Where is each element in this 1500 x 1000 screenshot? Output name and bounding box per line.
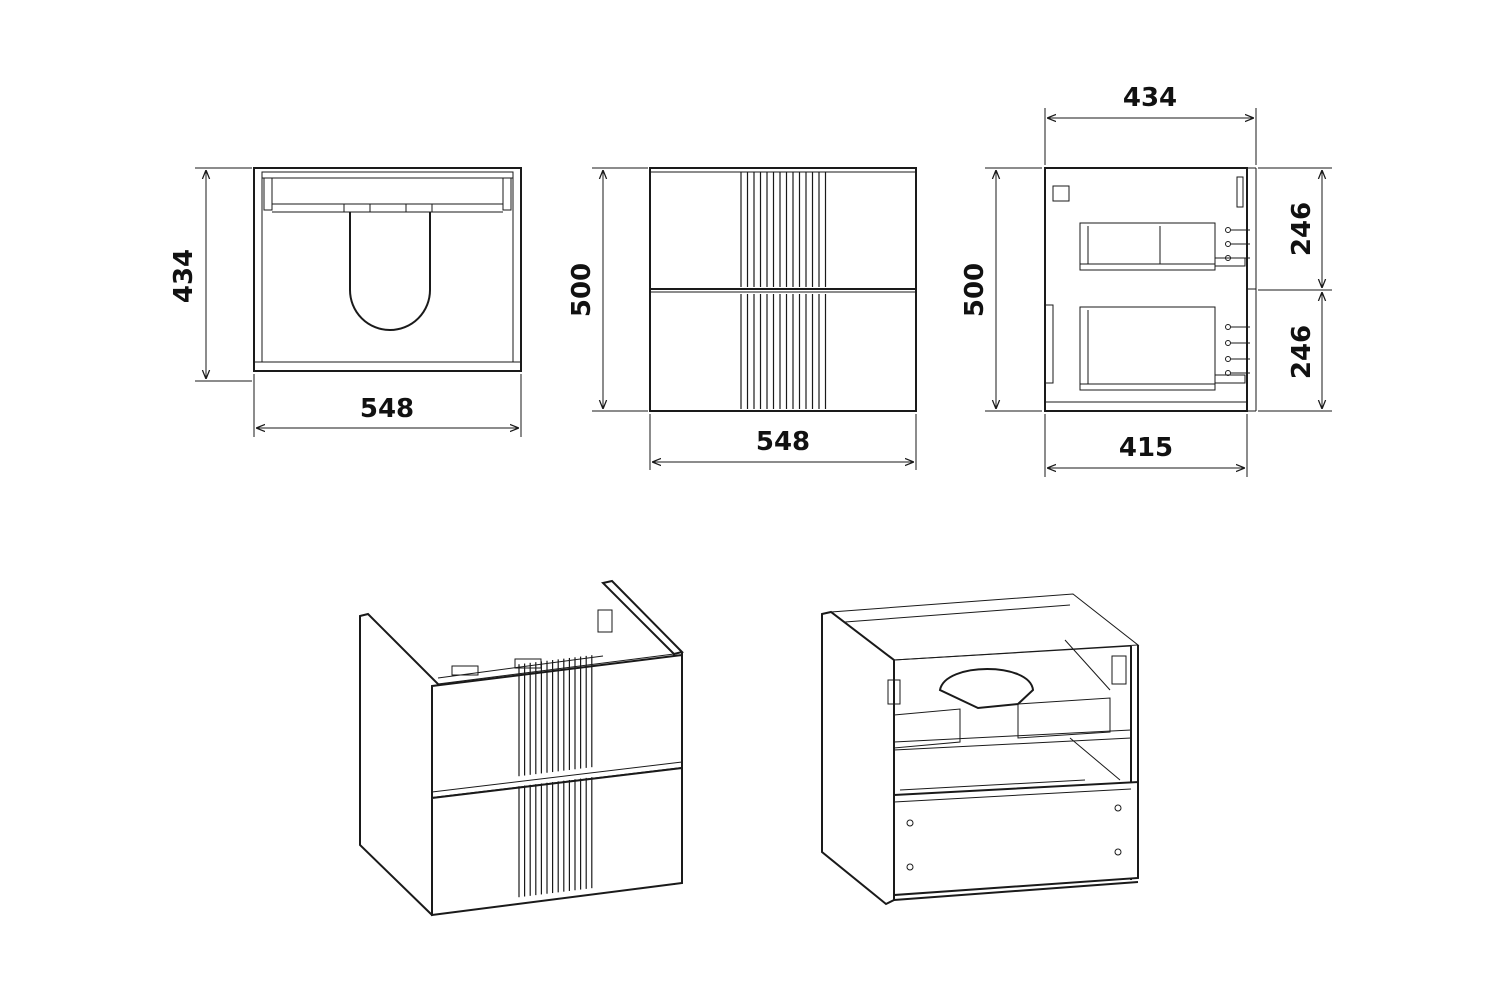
iso-back-view	[821, 593, 1140, 906]
lower-drawer-height-label: 246	[1287, 325, 1317, 379]
front-flutes	[740, 172, 827, 409]
top-view-depth-label: 434	[169, 249, 199, 303]
side-view: 434 500 415 246 246	[960, 83, 1332, 477]
side-view-top-width-label: 434	[1123, 83, 1177, 113]
screw-dot	[1225, 324, 1231, 330]
screw-dot	[1225, 370, 1231, 376]
screw-dot	[1225, 255, 1231, 261]
side-screws	[1225, 227, 1250, 376]
upper-drawer-height-label: 246	[1287, 202, 1317, 256]
top-view-width-label: 548	[360, 394, 414, 424]
iso-front-view	[359, 579, 684, 917]
screw-dot	[1225, 241, 1231, 247]
front-view-width-label: 548	[756, 427, 810, 457]
iso-front-flutes	[518, 655, 593, 898]
screw-dot	[1225, 227, 1231, 233]
screw-dot	[1225, 356, 1231, 362]
front-view-height-label: 500	[567, 263, 597, 317]
screw-dot	[1225, 340, 1231, 346]
top-view: 434 548	[169, 167, 522, 437]
side-view-height-label: 500	[960, 263, 990, 317]
front-view: 500 548	[567, 167, 917, 470]
side-view-bottom-width-label: 415	[1119, 433, 1173, 463]
